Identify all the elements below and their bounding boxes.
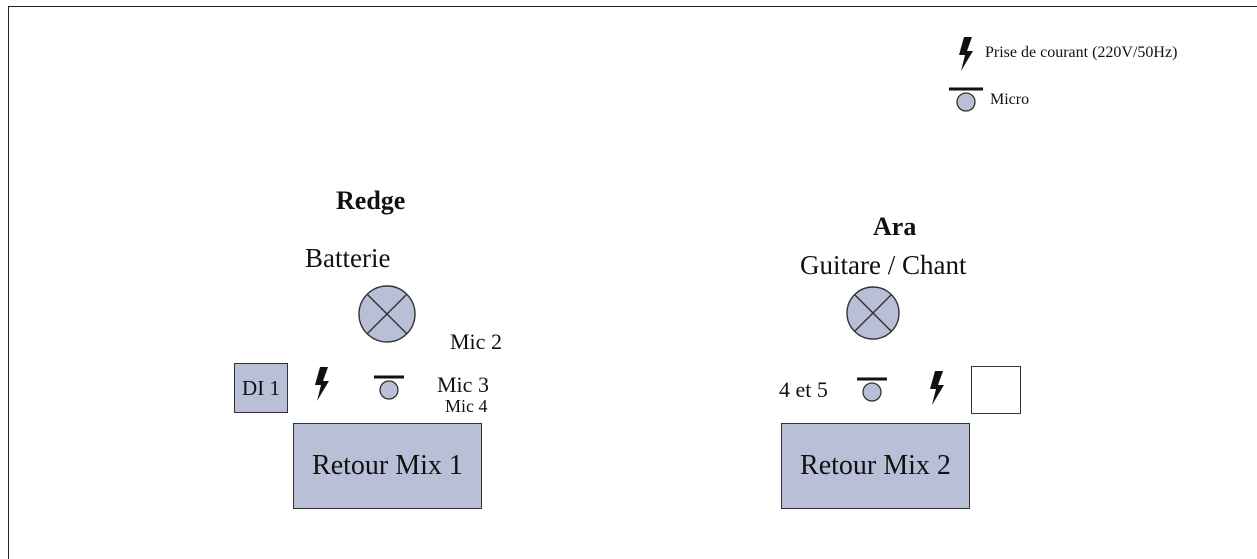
- right-microphone-icon: [857, 377, 887, 402]
- right-monitor-label: Retour Mix 2: [800, 450, 951, 481]
- left-monitor-box: Retour Mix 1: [293, 423, 482, 509]
- left-player-name: Redge: [336, 186, 406, 215]
- legend-power-label: Prise de courant (220V/50Hz): [985, 44, 1178, 61]
- left-monitor-label: Retour Mix 1: [312, 450, 463, 481]
- left-mic-label-4: Mic 4: [445, 396, 488, 416]
- right-guitar-crossed-circle-icon: [846, 286, 900, 340]
- right-monitor-box: Retour Mix 2: [781, 423, 970, 509]
- left-di-label: DI 1: [242, 375, 280, 400]
- stage-frame: [8, 6, 1257, 559]
- legend-microphone-icon: [949, 87, 983, 112]
- right-player-name: Ara: [873, 212, 917, 241]
- left-lightning-bolt-icon: [315, 367, 329, 401]
- left-microphone-icon: [374, 375, 404, 400]
- legend-mic-label: Micro: [990, 91, 1030, 108]
- right-lightning-bolt-icon: [930, 371, 944, 405]
- left-di-box: DI 1: [234, 363, 288, 413]
- right-empty-box: [971, 366, 1021, 414]
- right-mic-label: 4 et 5: [779, 377, 828, 402]
- left-mic-label-3: Mic 3: [437, 372, 489, 397]
- legend-lightning-bolt-icon: [959, 37, 973, 71]
- left-mic-label-2: Mic 2: [450, 329, 502, 354]
- left-drum-crossed-circle-icon: [358, 285, 416, 343]
- left-instrument-label: Batterie: [305, 243, 391, 273]
- right-instrument-label: Guitare / Chant: [800, 250, 967, 280]
